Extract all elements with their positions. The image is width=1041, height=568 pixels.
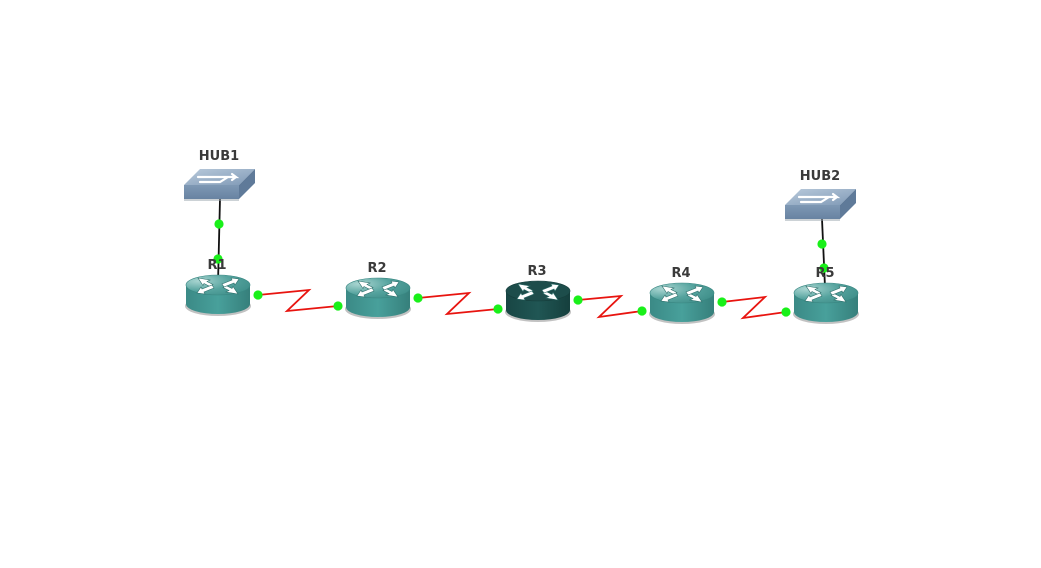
router-r1[interactable]	[185, 274, 251, 316]
port-r2-to-r3[interactable]	[413, 293, 423, 303]
router-r3[interactable]	[505, 280, 571, 322]
ethernet-link-hub2-r5[interactable]	[821, 218, 826, 288]
device-label-r5: R5	[815, 266, 834, 281]
device-label-hub2: HUB2	[800, 169, 840, 184]
port-r1-to-r2[interactable]	[253, 290, 263, 300]
serial-link-r4-r5[interactable]	[721, 295, 787, 320]
port-r5-to-hub2[interactable]	[819, 263, 829, 273]
port-r3-to-r2[interactable]	[493, 304, 503, 314]
router-r5[interactable]	[793, 282, 859, 324]
router-arrows-icon	[356, 280, 400, 298]
device-label-r3: R3	[527, 264, 546, 279]
ethernet-link-hub1-r1[interactable]	[217, 198, 221, 284]
port-r4-to-r3[interactable]	[637, 306, 647, 316]
port-r5-to-r4[interactable]	[781, 307, 791, 317]
hub-arrow-icon	[797, 192, 841, 204]
device-label-r4: R4	[671, 266, 690, 281]
router-arrows-icon	[516, 283, 560, 301]
serial-link-r2-r3[interactable]	[417, 291, 499, 316]
port-r4-to-r5[interactable]	[717, 297, 727, 307]
port-hub1-to-r1[interactable]	[214, 219, 224, 229]
port-r2-to-r1[interactable]	[333, 301, 343, 311]
device-label-hub1: HUB1	[199, 149, 239, 164]
router-arrows-icon	[660, 285, 704, 303]
router-arrows-icon	[804, 285, 848, 303]
ports-layer	[213, 219, 829, 317]
port-r1-to-hub1[interactable]	[213, 254, 223, 264]
serial-link-r3-r4[interactable]	[577, 294, 643, 319]
device-label-r2: R2	[367, 261, 386, 276]
port-r3-to-r4[interactable]	[573, 295, 583, 305]
device-label-r1: R1	[207, 258, 226, 273]
hub-hub1[interactable]	[184, 169, 255, 201]
serial-link-r1-r2[interactable]	[257, 288, 339, 313]
port-hub2-to-r5[interactable]	[817, 239, 827, 249]
links-layer	[217, 198, 826, 320]
router-r2[interactable]	[345, 277, 411, 319]
router-arrows-icon	[196, 277, 240, 295]
router-r4[interactable]	[649, 282, 715, 324]
hub-hub2[interactable]	[785, 189, 856, 221]
hub-arrow-icon	[196, 172, 240, 184]
devices-layer	[184, 169, 859, 324]
